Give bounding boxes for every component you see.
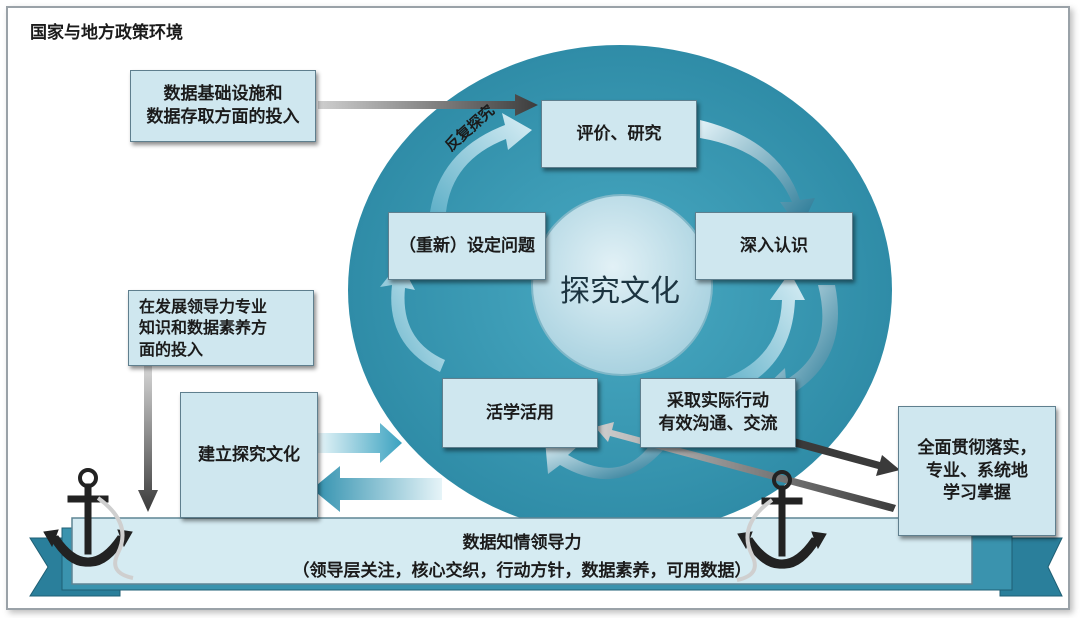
banner-subtitle: （领导层关注，核心交织，行动方针，数据素养，可用数据） [292,561,752,581]
cycle-arrow-right [760,285,838,408]
center-label: 探究文化 [560,274,680,309]
input-implement: 全面贯彻落实， 专业、系统地 学习掌握 [898,406,1056,536]
cycle-arrow-top-right [700,120,815,230]
banner-face [71,517,973,585]
cycle-define: （重新）设定问题 [388,212,546,280]
arrow-to-build [312,466,442,512]
input-data-infrastructure: 数据基础设施和 数据存取方面的投入 [130,70,316,142]
cycle-act: 采取实际行动 有效沟通、交流 [640,378,796,448]
cycle-evaluate: 评价、研究 [541,100,697,168]
page-title: 国家与地方政策环境 [30,23,183,43]
anchor-right-icon [736,470,827,582]
cycle-understand: 深入认识 [695,212,853,280]
build-culture-box: 建立探究文化 [180,392,318,518]
arrow-implement-to-apply [595,422,896,512]
cycle-arrow-top-left [430,113,532,212]
cycle-arrow-bottom [545,440,665,480]
arrow-act-to-implement [763,430,900,476]
input-leadership: 在发展领导力专业 知识和数据素养方 面的投入 [128,290,314,366]
arrow-to-apply [318,423,402,463]
arrow-infra-to-evaluate [318,94,538,116]
inner-circle [531,194,713,376]
banner-title: 数据知情领导力 [462,533,582,553]
arrow-leadership-down [138,364,158,512]
cycle-apply: 活学活用 [442,378,598,448]
anchor-left-icon [43,468,134,580]
cycle-arrow-inner-right [720,272,805,395]
cycle-arrow-left [380,262,445,372]
